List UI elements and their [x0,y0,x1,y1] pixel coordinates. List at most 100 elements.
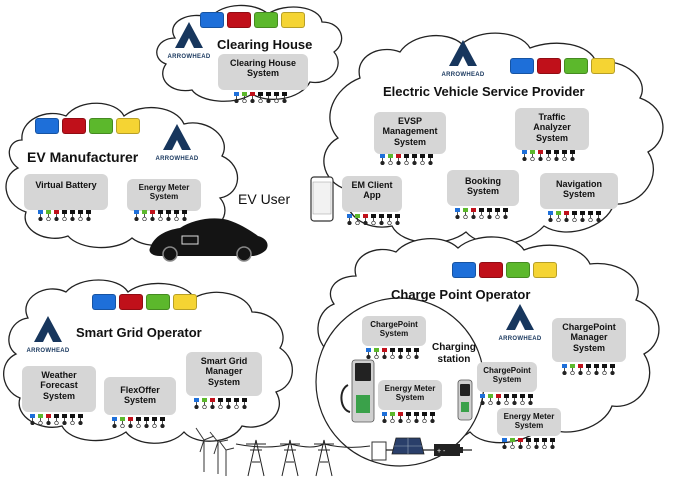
colored-square [119,294,143,310]
pin-block [488,394,493,398]
navigation-system: Navigation System [540,173,618,209]
pin-block [347,214,352,218]
pin-block [250,92,255,96]
colored-square [281,12,305,28]
cloud-title-clearing-house: Clearing House [217,37,313,52]
system-label: Weather Forecast System [40,370,78,401]
pin-head [580,217,585,223]
colored-square [200,12,224,28]
pin-head [144,423,149,429]
pin-block [398,412,403,416]
arrowhead-logo-icon: ARROWHEAD [167,20,211,60]
pin-head [596,217,601,223]
pin-head [380,160,385,166]
arrowhead-logo-icon: ARROWHEAD [155,122,199,162]
system-label: Traffic Analyzer System [533,112,571,143]
pin-head [202,404,207,410]
pin-block [406,348,411,352]
pin-head [550,444,555,450]
pin-head [355,220,360,226]
pin-head [250,98,255,104]
smartphone-icon [310,176,334,222]
system-label: EVSP Management System [382,116,438,147]
colored-square [254,12,278,28]
pin-block [242,398,247,402]
pin-head [54,420,59,426]
pin-head [226,404,231,410]
pin-head [398,418,403,424]
pin-head [554,156,559,162]
pin-block [366,348,371,352]
electric-car-icon [149,218,268,262]
colored-square [510,58,534,74]
pin-block [602,364,607,368]
pin-block [70,210,75,214]
service-pins [502,436,564,454]
pin-head [242,404,247,410]
arrowhead-logo-icon: ARROWHEAD [26,314,70,354]
service-pins [522,148,584,166]
pin-head [487,214,492,220]
pin-block [428,154,433,158]
pin-head [136,423,141,429]
colored-square [92,294,116,310]
pin-head [522,156,527,162]
pin-block [128,417,133,421]
pin-block [518,438,523,442]
pin-block [202,398,207,402]
pin-block [562,364,567,368]
pin-head [414,418,419,424]
evsp-management-system: EVSP Management System [374,112,446,154]
pin-block [242,92,247,96]
colored-square [62,118,86,134]
pin-head [160,423,165,429]
pin-block [463,208,468,212]
pin-head [406,418,411,424]
colored-square [89,118,113,134]
smart-grid-manager-system: Smart Grid Manager System [186,352,262,396]
weather-forecast-system: Weather Forecast System [22,366,96,412]
flexoffer-system: FlexOffer System [104,377,176,415]
pin-head [46,216,51,222]
pin-block [512,394,517,398]
pin-block [266,92,271,96]
energy-meter-system-ev: Energy Meter System [127,179,201,211]
pin-head [496,400,501,406]
pin-block [382,412,387,416]
service-pins [38,208,100,226]
pin-block [54,210,59,214]
pin-head [610,370,615,376]
pin-head [218,404,223,410]
pin-head [480,400,485,406]
colored-square [479,262,503,278]
energy-meter-system-cpo: Energy Meter System [497,408,561,436]
pin-head [406,354,411,360]
pin-block [363,214,368,218]
system-label: Booking System [465,176,501,197]
pin-head [134,216,139,222]
pin-block [396,154,401,158]
pin-block [234,398,239,402]
pin-head [570,156,575,162]
pin-block [136,417,141,421]
pin-block [556,211,561,215]
pin-block [387,214,392,218]
pin-head [30,420,35,426]
pin-head [578,370,583,376]
pin-block [455,208,460,212]
pin-block [522,150,527,154]
pin-head [548,217,553,223]
pin-head [562,156,567,162]
pin-head [120,423,125,429]
pin-block [174,210,179,214]
pin-head [395,220,400,226]
pin-head [274,98,279,104]
clearing-house-system: Clearing House System [218,54,308,90]
pin-head [510,444,515,450]
pin-head [428,160,433,166]
pin-block [390,412,395,416]
pin-block [570,150,575,154]
pin-head [588,217,593,223]
service-pins [30,412,92,430]
service-pins [112,415,174,433]
